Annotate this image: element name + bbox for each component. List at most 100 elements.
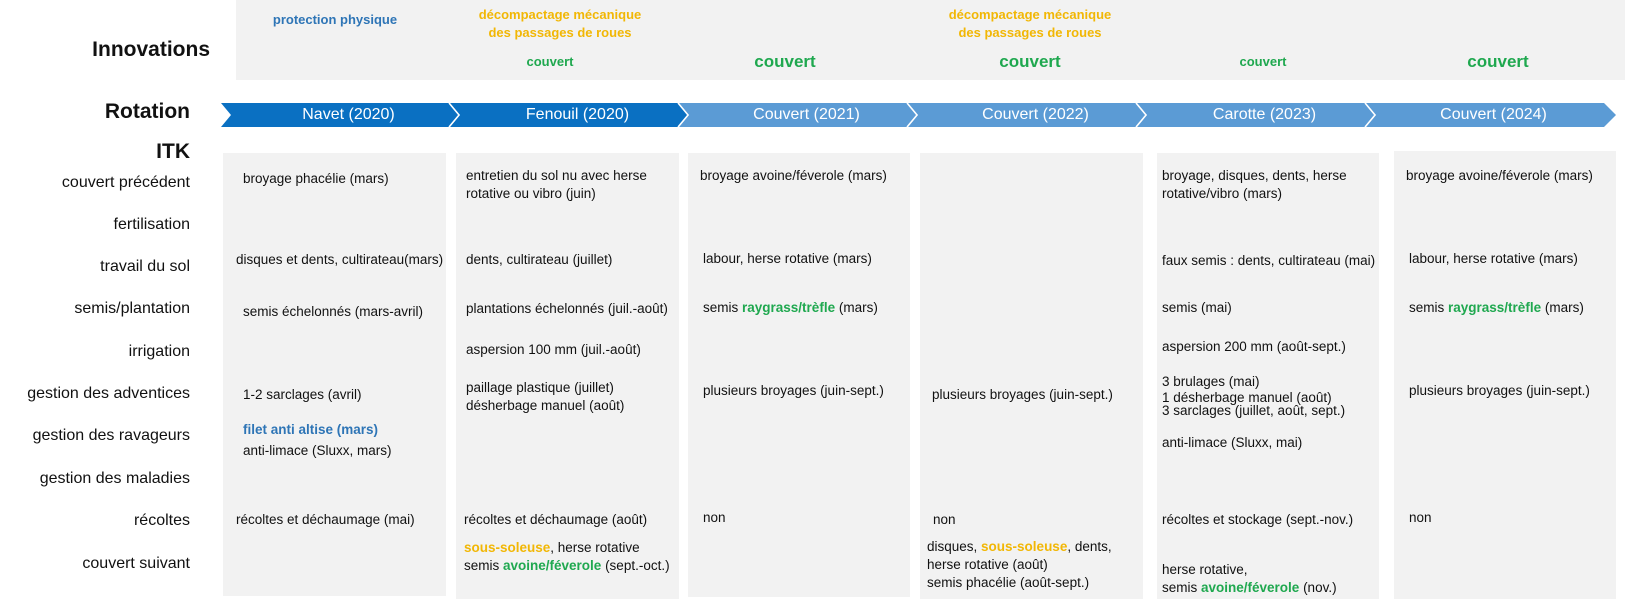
innovations-band bbox=[236, 0, 1625, 80]
cell-text: aspersion 100 mm (juil.-août) bbox=[466, 342, 641, 357]
cell-text: non bbox=[933, 512, 956, 527]
cell-text: paillage plastique (juillet) bbox=[466, 380, 614, 395]
innovation-decompactage-line1: décompactage mécanique bbox=[948, 7, 1112, 22]
cell-text: 3 brulages (mai) bbox=[1162, 374, 1260, 389]
cell-text: récoltes et déchaumage (août) bbox=[464, 512, 648, 527]
rotation-step-6 bbox=[1366, 103, 1616, 127]
cell-text-innovation: sous-soleuse bbox=[464, 540, 551, 555]
cell-text-innovation: sous-soleuse bbox=[981, 539, 1068, 554]
itk-column-carotte bbox=[1157, 153, 1379, 599]
cell-text: broyage phacélie (mars) bbox=[243, 171, 389, 186]
cell-text: 1-2 sarclages (avril) bbox=[243, 387, 362, 402]
cell-text: faux semis : dents, cultirateau (mai) bbox=[1162, 253, 1376, 268]
cell-text: non bbox=[1409, 510, 1432, 525]
cell-text: anti-limace (Sluxx, mars) bbox=[243, 443, 392, 458]
cell-text: plusieurs broyages (juin-sept.) bbox=[1409, 383, 1590, 398]
cell-text-innovation: raygrass/trèfle bbox=[742, 300, 836, 315]
cell-text: broyage avoine/féverole (mars) bbox=[1406, 168, 1593, 183]
innovation-couvert-big: couvert bbox=[999, 52, 1061, 71]
rotation-label-fenouil: Fenouil (2020) bbox=[525, 106, 630, 123]
cell-text: semis avoine/féverole (nov.) bbox=[1162, 579, 1337, 597]
cell-text: semis avoine/féverole (sept.-oct.) bbox=[464, 557, 670, 575]
rotation-arrow bbox=[221, 102, 1616, 128]
rotation-step-3 bbox=[679, 103, 917, 127]
row-label: couvert précédent bbox=[61, 174, 190, 191]
itk-column-navet bbox=[223, 153, 446, 596]
cell-text-innovation: filet anti altise (mars) bbox=[243, 422, 379, 437]
cell-text-innovation: raygrass/trèfle bbox=[1448, 300, 1542, 315]
cell-text: anti-limace (Sluxx, mai) bbox=[1162, 435, 1303, 450]
cell-text-innovation: avoine/féverole bbox=[1201, 580, 1300, 595]
rotation-step-1 bbox=[221, 103, 459, 127]
cell-text: herse rotative, bbox=[1162, 562, 1248, 577]
cell-text: semis (mai) bbox=[1162, 300, 1232, 315]
cell-text: (mars) bbox=[835, 300, 878, 315]
innovation-decompactage-line2: des passages de roues bbox=[488, 25, 632, 40]
itk-column-couvert-2024 bbox=[1394, 151, 1616, 599]
cell-text: broyage, disques, dents, herse bbox=[1162, 168, 1347, 183]
innovation-couvert-small: couvert bbox=[526, 54, 574, 69]
row-label: fertilisation bbox=[113, 216, 190, 233]
cell-text: semis raygrass/trèfle (mars) bbox=[1409, 299, 1584, 317]
rotation-label-couvert-2022: Couvert (2022) bbox=[982, 106, 1089, 123]
cell-text: non bbox=[703, 510, 726, 525]
rotation-heading: Rotation bbox=[104, 100, 190, 123]
cell-text: (mars) bbox=[1541, 300, 1584, 315]
cell-text: , dents, bbox=[1067, 539, 1112, 554]
row-label: travail du sol bbox=[100, 258, 190, 275]
innovation-couvert-small: couvert bbox=[1239, 54, 1287, 69]
innovation-couvert-big: couvert bbox=[1467, 52, 1529, 71]
cell-text: récoltes et stockage (sept.-nov.) bbox=[1162, 512, 1354, 527]
cell-text: plantations échelonnés (juil.-août) bbox=[466, 301, 668, 316]
innovation-couvert-big: couvert bbox=[754, 52, 816, 71]
rotation-label-couvert-2021: Couvert (2021) bbox=[753, 106, 860, 123]
cell-text: semis bbox=[1409, 300, 1449, 315]
itk-column-couvert-2021 bbox=[688, 153, 910, 597]
row-label: gestion des maladies bbox=[39, 470, 190, 487]
cell-text: disques, bbox=[927, 539, 982, 554]
cell-text: semis bbox=[1162, 580, 1202, 595]
rotation-step-2 bbox=[450, 103, 688, 127]
cell-text: désherbage manuel (août) bbox=[466, 398, 625, 413]
cell-text: plusieurs broyages (juin-sept.) bbox=[703, 383, 884, 398]
cell-text: dents, cultirateau (juillet) bbox=[466, 252, 613, 267]
cell-text: rotative/vibro (mars) bbox=[1162, 186, 1283, 201]
cell-text: plusieurs broyages (juin-sept.) bbox=[932, 387, 1113, 402]
row-label: récoltes bbox=[133, 512, 190, 529]
rotation-step-5 bbox=[1137, 103, 1375, 127]
cell-text: labour, herse rotative (mars) bbox=[1409, 251, 1578, 266]
cell-text: entretien du sol nu avec herse bbox=[466, 168, 647, 183]
cell-text: labour, herse rotative (mars) bbox=[703, 251, 872, 266]
cell-text: 1 désherbage manuel (août) bbox=[1162, 390, 1332, 405]
cell-text: rotative ou vibro (juin) bbox=[466, 186, 596, 201]
innovations-heading: Innovations bbox=[92, 38, 210, 61]
cell-text: (sept.-oct.) bbox=[601, 558, 670, 573]
itk-heading: ITK bbox=[156, 140, 190, 163]
innovation-protection-physique: protection physique bbox=[272, 12, 398, 27]
row-label: gestion des adventices bbox=[27, 385, 190, 402]
cell-text: disques et dents, cultirateau(mars) bbox=[236, 252, 444, 267]
cell-text: herse rotative (août) bbox=[927, 557, 1048, 572]
cell-text: récoltes et déchaumage (mai) bbox=[236, 512, 415, 527]
rotation-label-carotte: Carotte (2023) bbox=[1212, 106, 1317, 123]
cell-text: broyage avoine/féverole (mars) bbox=[700, 168, 887, 183]
row-label: couvert suivant bbox=[82, 555, 190, 572]
itk-column-couvert-2022 bbox=[920, 153, 1143, 599]
cell-text: semis raygrass/trèfle (mars) bbox=[703, 299, 878, 317]
innovation-decompactage-line2: des passages de roues bbox=[958, 25, 1102, 40]
row-label: gestion des ravageurs bbox=[32, 427, 190, 444]
row-label: irrigation bbox=[128, 343, 190, 360]
cell-text: aspersion 200 mm (août-sept.) bbox=[1162, 339, 1346, 354]
rotation-label-navet: Navet (2020) bbox=[302, 106, 395, 123]
cell-text: disques, sous-soleuse, dents, bbox=[927, 538, 1112, 556]
cell-text: semis bbox=[703, 300, 743, 315]
cell-text: semis bbox=[464, 558, 504, 573]
itk-column-fenouil bbox=[456, 153, 679, 599]
cell-text-innovation: avoine/féverole bbox=[503, 558, 602, 573]
cell-text: 3 sarclages (juillet, août, sept.) bbox=[1162, 403, 1346, 418]
rotation-label-couvert-2024: Couvert (2024) bbox=[1440, 106, 1547, 123]
cell-text: semis échelonnés (mars-avril) bbox=[243, 304, 424, 319]
cell-text: , herse rotative bbox=[550, 540, 640, 555]
innovation-decompactage-line1: décompactage mécanique bbox=[478, 7, 642, 22]
cell-text: (nov.) bbox=[1299, 580, 1337, 595]
